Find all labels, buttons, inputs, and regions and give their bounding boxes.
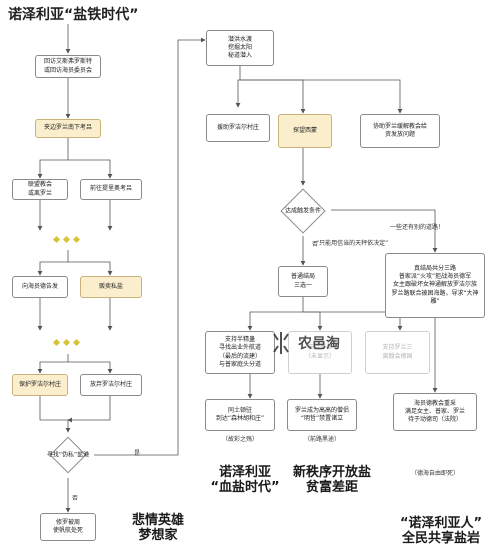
ending-new-order: 新秩序开放盐 贫富差距 [292, 465, 371, 495]
progress-dots-2 [52, 338, 81, 347]
node-true-ending-label: 真结局共分三路 普家派“火攻”拒战海员德军 女主跟破坏女神通解放罗洁尔族 罗兰路… [391, 265, 479, 305]
node-report-seaman-label: 向海员德告发 [21, 282, 58, 290]
node-aid-village: 援助罗洁尔村庄 [206, 114, 270, 142]
node-roland-monk: 罗兰成为高高的僧侣 “明哲”禁置诸立 [287, 399, 357, 431]
node-church-reform-label: 海员德教会重采 满足女主、普家、罗兰 待于动德司（法院） [404, 399, 465, 424]
node-visit-simon-label: 探望西蒙 [292, 126, 317, 134]
diagram-title: 诺泽利亚“盐铁时代” [8, 7, 139, 23]
ending-tragic-hero: 悲情英雄 梦想家 [131, 513, 184, 543]
node-help-roland-label: 协助罗兰缓解教会给 资发放问题 [372, 122, 427, 138]
node-go-tirio: 前往提里奥考吕 [80, 179, 142, 200]
decision-trigger: 达成触发条件 [275, 186, 331, 236]
decision-trigger-label: 达成触发条件 [284, 207, 321, 215]
node-revisit-label: 回访艾斯弗罗斯特 或回访海员委员会 [43, 58, 92, 74]
node-support-roland-label: 支持罗兰 （未显示） [304, 344, 335, 360]
node-ally-church-label: 联盟教会 或离罗兰 [27, 181, 52, 197]
caption-dark-road: （前路黑途） [303, 436, 341, 443]
node-abandon-village-label: 放弃罗洁尔村庄 [89, 380, 132, 388]
node-normal-ending-label: 普通结局 三选一 [290, 273, 315, 289]
node-secret-passage: 潜洪水渡 挖掘太阳 秘道潜入 [206, 30, 274, 66]
node-roland-monk-label: 罗兰成为高高的僧侣 “明哲”禁置诸立 [294, 406, 349, 422]
node-help-roland: 协助罗兰缓解教会给 资发放问题 [360, 114, 440, 148]
dot-marker [52, 338, 61, 347]
node-true-ending: 真结局共分三路 普家派“火攻”拒战海员德军 女主跟破坏女神通解放罗洁尔族 罗兰路… [385, 253, 485, 318]
node-revisit: 回访艾斯弗罗斯特 或回访海员委员会 [35, 55, 101, 78]
node-go-tirio-label: 前往提里奥考吕 [89, 185, 132, 193]
caption-freedom: （德海自由即死） [410, 470, 460, 477]
decision-salt-port: 寻找“伪私”盐港 [40, 433, 96, 477]
node-support-roland: 支持罗兰 （未显示） [288, 331, 352, 374]
dot-marker [72, 338, 81, 347]
node-support-half: 支持半精蛊 寻找出业外航道 （最后的流建） 与普家庭头分道 [205, 331, 275, 374]
node-support-roland-three-label: 支持罗兰三 离翰会德国 [382, 344, 413, 360]
node-report-seaman: 向海员德告发 [12, 276, 68, 298]
node-aid-village-label: 援助罗洁尔村庄 [216, 123, 259, 131]
node-executed: 修罗被周 使帆航处死 [40, 513, 96, 541]
node-smuggle-salt: 贩卖私盐 [80, 276, 142, 298]
branch-yes-label: 是 [134, 450, 141, 457]
node-arrive-forest: 同土顿驻 到达“森林胡和庄” [205, 399, 275, 431]
ending-blood-salt: 诺泽利亚 “血盐时代” [210, 465, 280, 495]
node-protect-village-label: 保护罗洁尔村庄 [18, 380, 61, 388]
node-escort-roland-label: 夹边罗兰南下考吕 [43, 124, 92, 132]
watermark-text: 农邑淘 [298, 336, 340, 352]
progress-dots-1 [52, 235, 81, 244]
dot-marker [52, 235, 61, 244]
dot-marker [72, 235, 81, 244]
node-protect-village: 保护罗洁尔村庄 [12, 374, 68, 396]
dot-marker [62, 338, 71, 347]
node-escort-roland: 夹边罗兰南下考吕 [35, 119, 101, 138]
node-secret-passage-label: 潜洪水渡 挖掘太阳 秘道潜入 [227, 35, 252, 60]
node-ally-church: 联盟教会 或离罗兰 [12, 179, 68, 200]
quote-note-label: “只能用信当的天秤依决定” [316, 240, 389, 247]
ending-shared-salt: “诺泽利亚人” 全民共享盐岩 [399, 516, 483, 546]
watermark: 农邑淘 [268, 330, 340, 356]
node-support-half-label: 支持半精蛊 寻找出业外航道 （最后的流建） 与普家庭头分道 [218, 336, 261, 368]
node-church-reform: 海员德教会重采 满足女主、普家、罗兰 待于动德司（法院） [393, 393, 477, 431]
branch-no-label: 否 [72, 495, 79, 502]
node-arrive-forest-label: 同土顿驻 到达“森林胡和庄” [215, 406, 265, 422]
decision-salt-port-label: 寻找“伪私”盐港 [46, 451, 90, 459]
caption-tragedy: （故彩之殇） [221, 436, 259, 443]
node-support-roland-three: 支持罗兰三 离翰会德国 [365, 331, 430, 374]
dot-marker [62, 235, 71, 244]
node-executed-label: 修罗被周 使帆航处死 [52, 518, 83, 534]
node-abandon-village: 放弃罗洁尔村庄 [80, 374, 142, 396]
node-visit-simon: 探望西蒙 [278, 114, 332, 148]
node-smuggle-salt-label: 贩卖私盐 [98, 282, 123, 290]
watermark-logo-icon [273, 332, 289, 354]
node-normal-ending: 普通结局 三选一 [278, 266, 328, 297]
road-note-label: 一些还有别的道路！ [390, 224, 445, 231]
branch-no2-label: 否 [312, 241, 319, 248]
